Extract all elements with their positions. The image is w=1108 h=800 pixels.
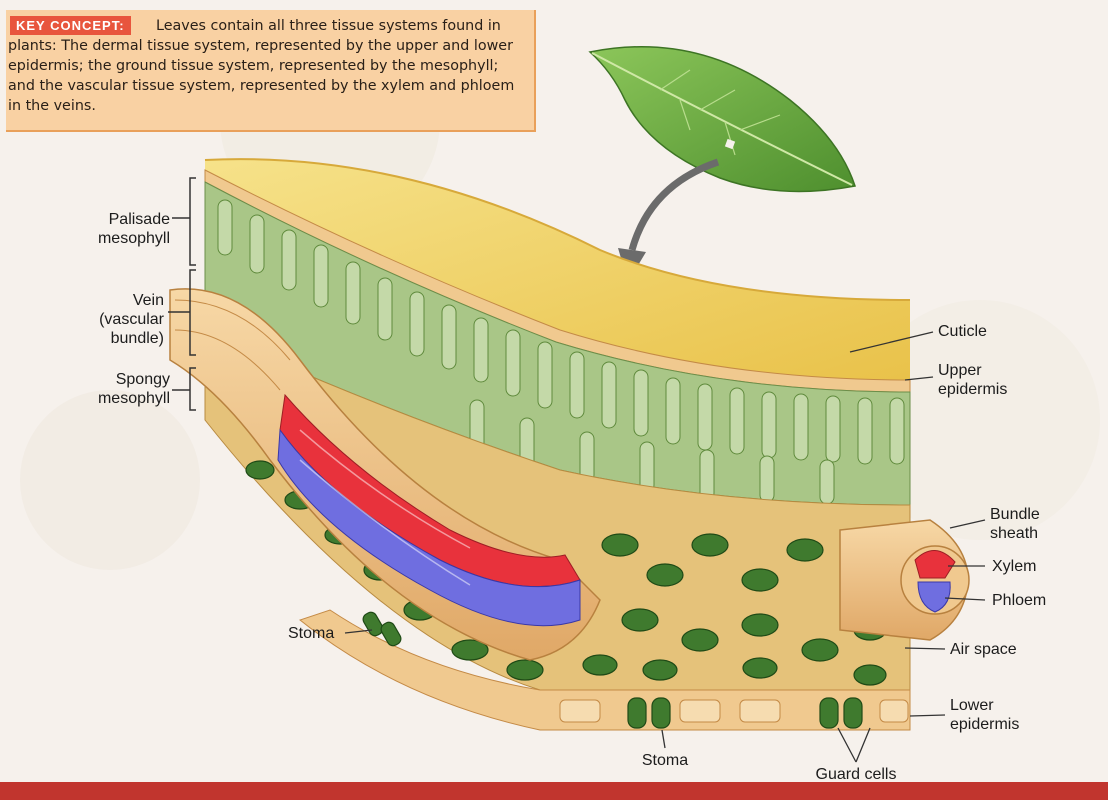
vein-vascular-bundle-cross-section xyxy=(840,520,969,640)
label-phloem: Phloem xyxy=(992,591,1046,610)
key-concept-text: Leaves contain all three tissue systems … xyxy=(8,16,516,116)
label-stoma-bottom: Stoma xyxy=(630,751,700,770)
leaf-icon xyxy=(590,47,855,192)
label-cuticle: Cuticle xyxy=(938,322,987,341)
key-concept-box: KEY CONCEPT: Leaves contain all three ti… xyxy=(6,10,536,132)
label-lower-epidermis: Lower epidermis xyxy=(950,696,1019,734)
label-vein: Vein (vascular bundle) xyxy=(90,291,164,348)
label-air-space: Air space xyxy=(950,640,1017,659)
bottom-bar xyxy=(0,782,1108,800)
label-upper-epidermis: Upper epidermis xyxy=(938,361,1007,399)
label-spongy-mesophyll: Spongy mesophyll xyxy=(88,370,170,408)
label-guard-cells: Guard cells xyxy=(806,765,906,784)
label-palisade-mesophyll: Palisade mesophyll xyxy=(96,210,170,248)
label-stoma-left: Stoma xyxy=(288,624,334,643)
label-xylem: Xylem xyxy=(992,557,1036,576)
label-bundle-sheath: Bundle sheath xyxy=(990,505,1040,543)
